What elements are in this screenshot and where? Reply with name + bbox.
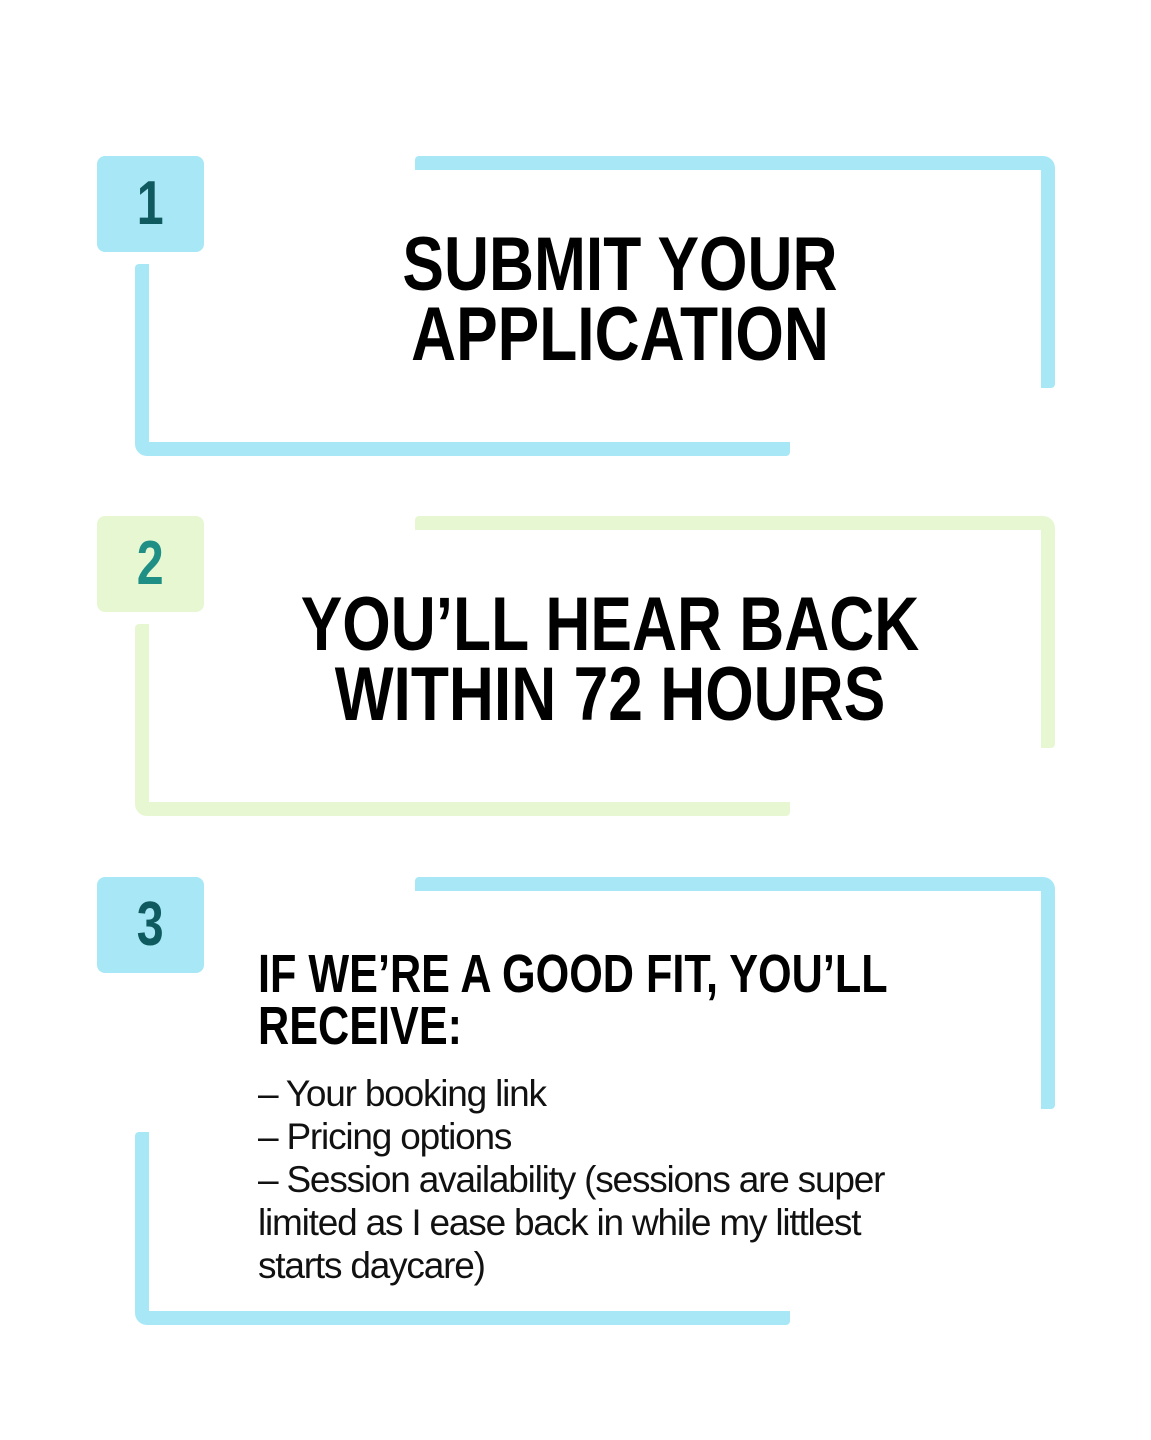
step-3-number-badge: 3 (97, 877, 204, 973)
detail-item-booking-link: – Your booking link (258, 1073, 547, 1114)
step-1-bottom-bracket (135, 264, 790, 456)
step-3-bottom-bracket (135, 1132, 790, 1325)
step-1-title-line-2: APPLICATION (411, 292, 829, 377)
step-1-title: SUBMIT YOUR APPLICATION (358, 222, 883, 377)
step-2-title-line-2: WITHIN 72 HOURS (334, 652, 886, 737)
step-2-top-bracket (415, 516, 1055, 748)
detail-item-session-availability: – Session availability (sessions are sup… (258, 1159, 885, 1286)
step-1-number-badge: 1 (97, 156, 204, 252)
step-3-number: 3 (137, 890, 164, 959)
step-2-number-badge: 2 (97, 516, 204, 612)
step-3-details-list: – Your booking link – Pricing options – … (258, 1072, 918, 1287)
detail-item-pricing-options: – Pricing options (258, 1116, 512, 1157)
step-2-title: YOU’LL HEAR BACK WITHIN 72 HOURS (241, 582, 979, 737)
step-2-number: 2 (137, 529, 164, 598)
step-3-title-line-2: RECEIVE: (258, 996, 463, 1056)
step-3-title: IF WE’RE A GOOD FIT, YOU’LL RECEIVE: (258, 944, 914, 1056)
step-1-title-line-1: SUBMIT YOUR (402, 222, 838, 307)
step-3-top-bracket (415, 877, 1055, 1109)
step-2-bottom-bracket (135, 624, 790, 816)
step-3-title-line-1: IF WE’RE A GOOD FIT, YOU’LL (258, 944, 888, 1004)
step-1-top-bracket (415, 156, 1055, 388)
step-2-title-line-1: YOU’LL HEAR BACK (300, 582, 920, 667)
step-1-number: 1 (137, 169, 164, 238)
